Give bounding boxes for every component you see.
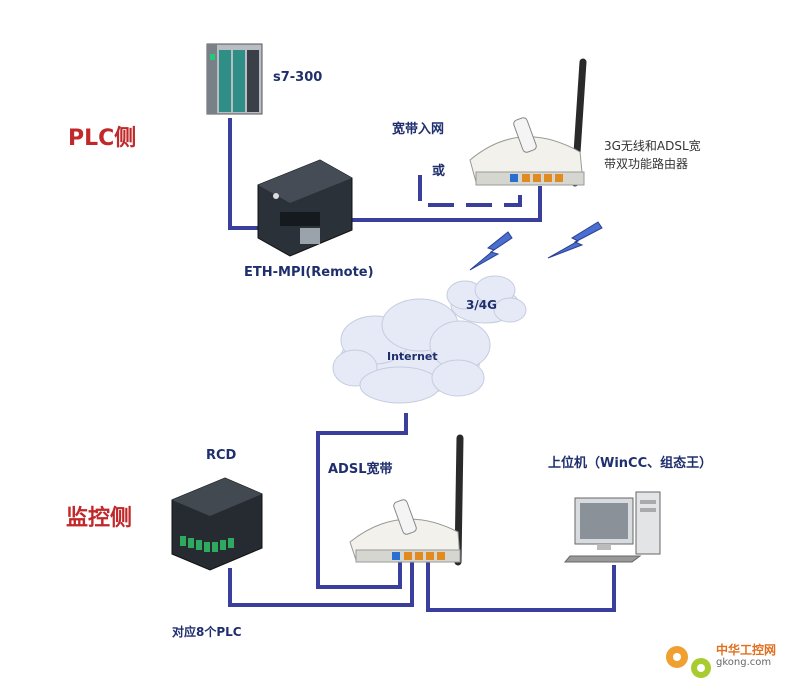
internet-label: Internet bbox=[387, 350, 438, 363]
host-label: 上位机（WinCC、组态王） bbox=[548, 456, 713, 471]
router-description: 3G无线和ADSL宽 带双功能路由器 bbox=[604, 137, 701, 173]
host-computer-icon bbox=[563, 491, 661, 563]
line-internet-to-router bbox=[316, 413, 408, 589]
rcd-module-icon bbox=[171, 477, 263, 571]
line-s7-to-ethmpi bbox=[228, 118, 270, 230]
watermark-url: gkong.com bbox=[716, 657, 772, 668]
adsl-label: ADSL宽带 bbox=[328, 462, 393, 477]
s7-300-label: s7-300 bbox=[273, 70, 323, 85]
line-ethmpi-to-router bbox=[345, 186, 542, 222]
plc8-label: 对应8个PLC bbox=[172, 625, 242, 639]
s7-300-plc-icon bbox=[206, 43, 263, 115]
cloud-internet-icon bbox=[332, 298, 491, 404]
lightning-left-icon bbox=[469, 231, 513, 271]
eth-mpi-module-icon bbox=[257, 159, 353, 257]
plc-side-label: PLC侧 bbox=[68, 126, 137, 151]
connection-lines bbox=[228, 118, 616, 612]
eth-mpi-label: ETH-MPI(Remote) bbox=[244, 265, 374, 280]
router-plc-side-icon bbox=[469, 58, 587, 187]
cloud-3-4g-icon bbox=[446, 275, 527, 324]
router-monitor-side-icon bbox=[349, 434, 464, 566]
line-broadband-dashed bbox=[418, 175, 522, 207]
line-router-to-host bbox=[426, 562, 616, 612]
cloud-3-4g-label: 3/4G bbox=[466, 298, 497, 312]
rcd-label: RCD bbox=[206, 448, 237, 463]
router-description-line-1: 3G无线和ADSL宽 bbox=[604, 139, 701, 153]
watermark-name: 中华工控网 bbox=[716, 643, 777, 657]
gkong-logo-icon bbox=[666, 646, 711, 678]
broadband-label: 宽带入网 bbox=[392, 122, 445, 137]
monitor-side-label: 监控侧 bbox=[66, 506, 133, 531]
or-label: 或 bbox=[432, 164, 446, 179]
line-rcd-to-router bbox=[228, 562, 414, 607]
router-description-line-2: 带双功能路由器 bbox=[604, 157, 689, 171]
wireless-signal-icons bbox=[469, 221, 603, 271]
lightning-right-icon bbox=[547, 221, 603, 259]
